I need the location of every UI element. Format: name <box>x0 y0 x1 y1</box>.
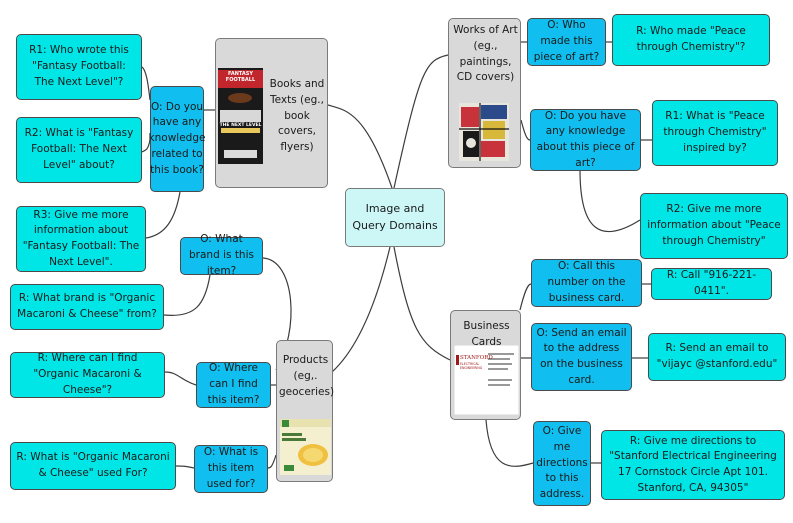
products-response-used[interactable]: R: What is "Organic Macaroni & Cheese" u… <box>10 442 176 490</box>
link-cards-qcall <box>519 283 532 311</box>
books-response-r2[interactable]: R2: What is "Fantasy Football: The Next … <box>16 117 142 183</box>
cards-question-call[interactable]: O: Call this number on the business card… <box>531 259 642 307</box>
cards-response-email[interactable]: R: Send an email to "vijayc @stanford.ed… <box>648 333 786 381</box>
domain-art: Works of Art (eg., paintings, CD covers) <box>448 18 521 168</box>
domain-products-label: Products (eg,. geoceries) <box>279 354 335 398</box>
art-response-r2[interactable]: R2: Give me more information about "Peac… <box>640 193 788 259</box>
cards-question-directions[interactable]: O: Give me directions to this address. <box>533 421 591 506</box>
books-question-knowledge[interactable]: O: Do you have any knowledge related to … <box>149 86 205 192</box>
artwork-image <box>459 103 509 161</box>
domain-cards: Business Cards STANFORD ELECTRICAL ENGIN… <box>450 310 521 420</box>
art-response-who[interactable]: R: Who made "Peace through Chemistry"? <box>612 14 770 66</box>
link-products-qused <box>267 454 277 469</box>
products-response-where[interactable]: R: Where can I find "Organic Macaroni & … <box>10 352 165 398</box>
cards-response-directions[interactable]: R: Give me directions to "Stanford Elect… <box>601 430 785 500</box>
cards-question-email[interactable]: O: Send an email to the address on the b… <box>531 323 632 391</box>
macaroni-box-image <box>280 419 331 475</box>
books-cover-subtitle: THE NEXT LEVEL <box>219 123 262 128</box>
cards-response-call[interactable]: R: Call "916-221-0411". <box>651 268 772 300</box>
link-books-r3 <box>145 191 181 239</box>
products-question-where[interactable]: O: Where can I find this item? <box>196 362 271 408</box>
domain-products: Products (eg,. geoceries) <box>276 340 335 482</box>
link-qbrand-rbrand <box>163 274 211 317</box>
link-q-r1 <box>141 66 151 101</box>
books-cover-title: FANTASY FOOTBALL <box>225 71 256 83</box>
card-dept-text: ELECTRICAL ENGINEERING <box>460 362 483 370</box>
link-root-products <box>331 246 391 373</box>
business-card-image <box>454 345 519 415</box>
domain-books: FANTASY FOOTBALL THE NEXT LEVEL Books an… <box>215 38 328 188</box>
art-question-who[interactable]: O: Who made this piece of art? <box>527 18 606 66</box>
link-qwhere-rwhere <box>164 371 197 386</box>
art-response-r1[interactable]: R1: What is "Peace through Chemistry" in… <box>652 100 778 166</box>
art-question-knowledge[interactable]: O: Do you have any knowledge about this … <box>530 109 641 171</box>
link-cards-qdir <box>485 419 534 467</box>
root-node: Image and Query Domains <box>345 188 445 247</box>
link-root-art <box>393 54 449 189</box>
link-q-r2 <box>141 139 151 153</box>
card-name-text: STANFORD <box>460 355 493 361</box>
link-qused-rused <box>175 465 195 469</box>
link-art-qknow <box>520 119 531 141</box>
book-cover-image <box>218 68 263 164</box>
domain-books-label: Books and Texts (eg., book covers, flyer… <box>269 78 325 153</box>
link-root-books <box>327 104 393 189</box>
link-qknow-r2 <box>579 169 641 233</box>
books-response-r3[interactable]: R3: Give me more information about "Fant… <box>16 206 146 272</box>
products-question-brand[interactable]: O: What brand is this item? <box>180 233 263 277</box>
books-response-r1[interactable]: R1: Who wrote this "Fantasy Football: Th… <box>16 34 142 100</box>
link-root-cards <box>393 246 451 361</box>
products-question-used[interactable]: O: What is this item used for? <box>194 445 268 493</box>
products-response-brand[interactable]: R: What brand is "Organic Macaroni & Che… <box>10 284 164 330</box>
domain-art-label: Works of Art (eg., paintings, CD covers) <box>453 24 518 84</box>
root-label: Image and Query Domains <box>352 202 438 232</box>
